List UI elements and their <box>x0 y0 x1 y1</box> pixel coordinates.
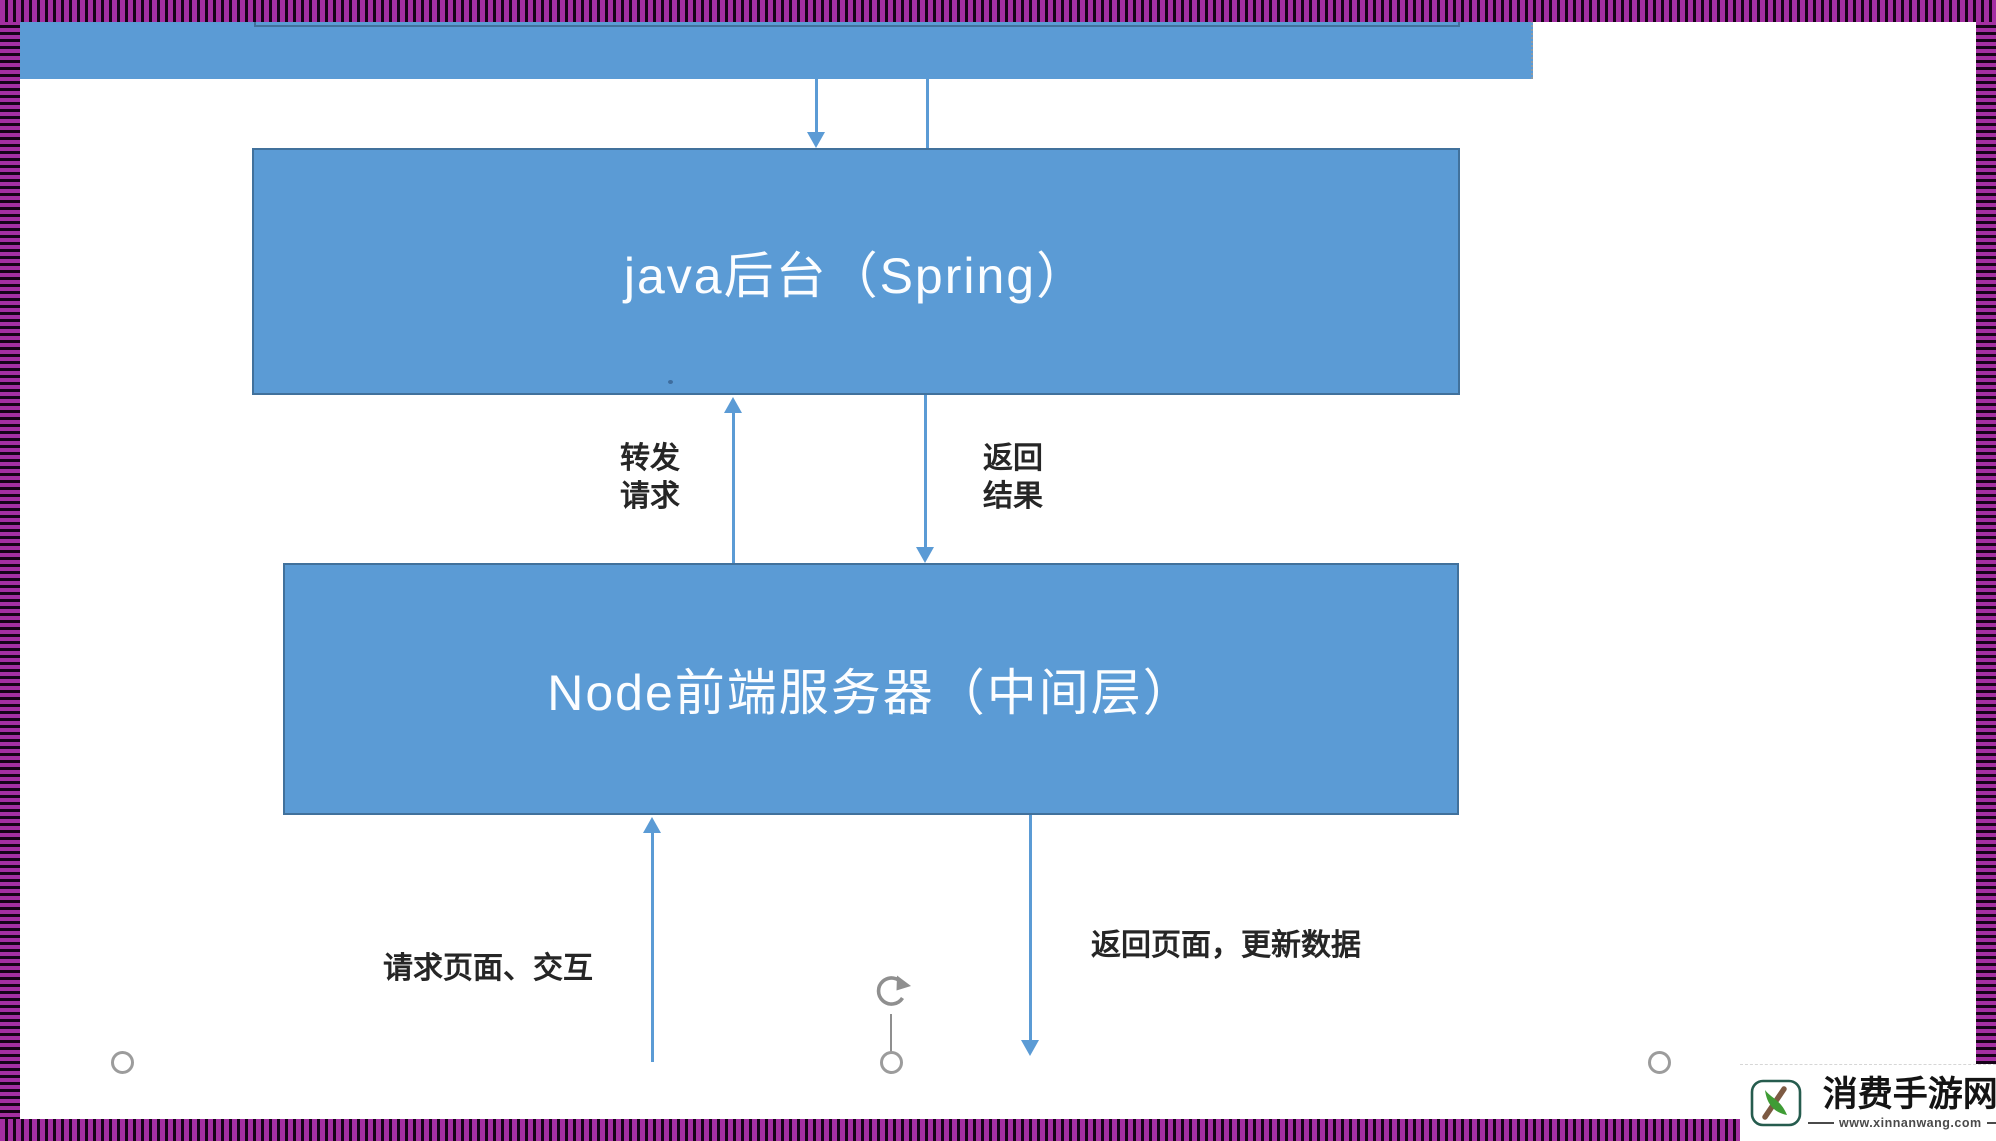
arrow-bottombar-to-node-up[interactable] <box>643 817 661 1062</box>
arrow-java-to-topbar-up[interactable] <box>918 27 936 148</box>
arrowhead-up-icon <box>724 397 742 413</box>
frame-border-left <box>0 0 20 1141</box>
site-logo-icon <box>1750 1079 1802 1127</box>
node-server-label: Node前端服务器（中间层） <box>547 665 1195 721</box>
watermark-text-block: 消费手游网 www.xinnanwang.com <box>1808 1076 1996 1130</box>
arrow-node-to-java-up[interactable] <box>724 397 742 563</box>
node-server-box[interactable]: Node前端服务器（中间层） <box>283 563 1459 815</box>
java-backend-label: java后台（Spring） <box>623 247 1089 304</box>
arrow-line <box>925 42 929 148</box>
arrow-line <box>923 395 927 548</box>
resize-handle-top-center[interactable] <box>880 1051 903 1074</box>
site-watermark: 消费手游网 www.xinnanwang.com <box>1740 1064 1996 1141</box>
arrow-line <box>731 412 735 563</box>
resize-handle-right[interactable] <box>1648 1051 1671 1074</box>
arrowhead-down-icon <box>807 132 825 148</box>
arrowhead-down-icon <box>1021 1040 1039 1056</box>
label-return-page[interactable]: 返回页面，更新数据 <box>1091 929 1361 962</box>
arrowhead-down-icon <box>916 547 934 563</box>
label-line: 请求 <box>620 480 680 513</box>
arrowhead-up-icon <box>643 817 661 833</box>
arrow-topbar-to-java-down[interactable] <box>807 27 825 148</box>
arrow-line <box>1028 815 1032 1041</box>
label-return-result[interactable]: 返回 结果 <box>938 440 1088 516</box>
arrow-line <box>814 27 818 133</box>
label-forward-request[interactable]: 转发 请求 <box>575 440 725 516</box>
rotate-handle-icon[interactable] <box>869 969 913 1013</box>
rotate-handle-stem <box>890 1014 892 1052</box>
dash-left <box>1808 1122 1834 1124</box>
frame-border-right <box>1976 0 1996 1068</box>
resize-handle-left[interactable] <box>111 1051 134 1074</box>
frame-border-bottom <box>0 1119 1743 1141</box>
label-line: 返回 <box>983 442 1043 475</box>
arrowhead-up-icon <box>918 27 936 43</box>
watermark-url-row: www.xinnanwang.com <box>1808 1116 1996 1130</box>
arrow-java-to-node-down[interactable] <box>916 395 934 563</box>
stray-ink-dot <box>668 380 673 384</box>
label-line: 结果 <box>983 480 1043 513</box>
arrow-line <box>650 832 654 1062</box>
label-line: 转发 <box>620 442 680 475</box>
arrow-node-to-bottombar-down[interactable] <box>1021 815 1039 1056</box>
label-request-page[interactable]: 请求页面、交互 <box>383 952 593 985</box>
watermark-site-name: 消费手游网 <box>1822 1074 1996 1115</box>
java-backend-box[interactable]: java后台（Spring） <box>252 148 1460 395</box>
dash-right <box>1986 1122 1996 1124</box>
watermark-site-url: www.xinnanwang.com <box>1839 1116 1982 1130</box>
frame-border-top <box>0 0 1996 22</box>
